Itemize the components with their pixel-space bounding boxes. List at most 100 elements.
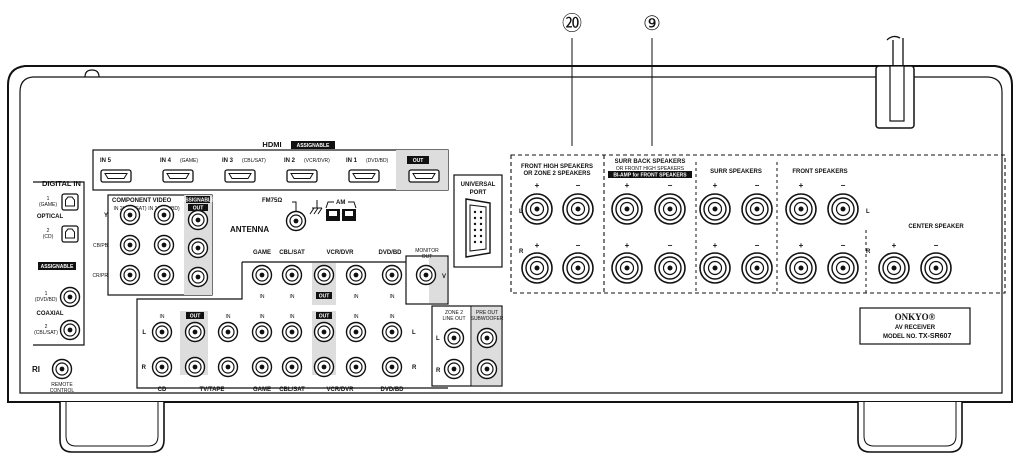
hdmi-in3-label: IN 3 <box>222 158 234 164</box>
hdmi-in3-port[interactable] <box>224 169 256 183</box>
preout-label-1: PRE OUT <box>476 310 498 316</box>
sb-plus-bot: + <box>625 241 630 250</box>
hdmi-in3-sub: (CBL/SAT) <box>242 158 266 164</box>
hdmi-in2-port[interactable] <box>286 169 318 183</box>
fh-minus-bot: − <box>576 241 581 250</box>
audio-right-label-right: R <box>412 365 417 371</box>
coax2-sub: (CBL/SAT) <box>34 330 58 336</box>
hdmi-in2-label: IN 2 <box>284 158 296 164</box>
surr-minus-top: − <box>755 181 760 190</box>
hdmi-assignable: ASSIGNABLE <box>297 143 330 149</box>
monitor-v-label: V <box>442 274 446 280</box>
component-jacks[interactable] <box>119 204 209 288</box>
zone2-label-2: LINE OUT <box>442 316 465 322</box>
fh-left-label: L <box>519 209 523 215</box>
zone2-preout-section: ZONE 2 LINE OUT PRE OUT SUBWOOFER L R <box>431 305 504 387</box>
coax1-jack[interactable] <box>59 286 81 308</box>
callouts: ⑳ ⑨ <box>562 12 661 146</box>
component-cr: CR/PR <box>92 273 108 279</box>
audio-vcrdvr-in: IN <box>354 314 359 320</box>
optical2-sub: (CD) <box>43 234 54 240</box>
coax2-number: 2 <box>45 324 48 330</box>
universal-port-connector[interactable] <box>465 198 491 258</box>
component-col3: OUT <box>193 206 204 212</box>
audio-cblsat-label: CBL/SAT <box>279 387 305 393</box>
sb-plus-top: + <box>625 181 630 190</box>
fh-plus-top: + <box>535 181 540 190</box>
hdmi-in5-port[interactable] <box>100 169 132 183</box>
remote-control-jack[interactable] <box>51 358 73 380</box>
hdmi-in1-sub: (DVD/BD) <box>366 158 389 164</box>
zone2-left-label: L <box>436 336 440 342</box>
universal-port-section: UNIVERSAL PORT <box>453 174 503 268</box>
hdmi-in4-sub: (GAME) <box>180 158 198 164</box>
audio-right-label: R <box>142 365 147 371</box>
video-cblsat-label: CBL/SAT <box>279 250 305 256</box>
monitor-out-label-1: MONITOR <box>415 248 439 254</box>
hdmi-in4-port[interactable] <box>162 169 194 183</box>
antenna-label: ANTENNA <box>230 225 269 234</box>
coax1-sub: (DVD/BD) <box>35 297 58 303</box>
surr-label: SURR SPEAKERS <box>710 169 762 175</box>
sb-minus-top: − <box>668 181 673 190</box>
antenna-section: ANTENNA FM75Ω AM <box>230 198 357 234</box>
audio-tvtape-label: TV/TAPE <box>200 387 225 393</box>
video-game-label: GAME <box>253 250 271 256</box>
remote-label-1: REMOTE <box>51 382 73 388</box>
coaxial-label: COAXIAL <box>37 311 64 317</box>
speaker-section: FRONT HIGH SPEAKERS OR ZONE 2 SPEAKERS S… <box>510 154 1006 294</box>
hdmi-out-port[interactable] <box>408 169 440 183</box>
optical2-port[interactable] <box>61 225 79 243</box>
hdmi-section: HDMI ASSIGNABLE IN 5 IN 4 (GAME) IN 3 (C… <box>92 140 449 191</box>
fh-plus-bot: + <box>535 241 540 250</box>
remote-symbol: RI <box>32 365 40 374</box>
audio-left-label: L <box>142 330 146 336</box>
optical1-number: 1 <box>47 196 50 202</box>
front-minus-top: − <box>841 181 846 190</box>
audio-game-label: GAME <box>253 387 271 393</box>
callout-left: ⑳ <box>562 12 582 35</box>
optical1-port[interactable] <box>61 193 79 211</box>
hdmi-out-label: OUT <box>413 158 424 164</box>
brand-name: ONKYO® <box>895 312 936 322</box>
video-dvdbd-label: DVD/BD <box>378 250 402 256</box>
coax2-jack[interactable] <box>59 319 81 341</box>
front-plus-bot: + <box>799 241 804 250</box>
audio-vcrdvr-label: VCR/DVR <box>326 387 354 393</box>
callout-right: ⑨ <box>643 13 661 35</box>
audio-game-in: IN <box>260 314 265 320</box>
universal-label-2: PORT <box>470 190 487 196</box>
surr-minus-bot: − <box>755 241 760 250</box>
fh-right-label: R <box>519 249 524 255</box>
am-antenna-terminals[interactable] <box>326 209 356 221</box>
front-left-label: L <box>866 209 870 215</box>
hdmi-in1-port[interactable] <box>348 169 380 183</box>
video-cblsat-in: IN <box>290 294 295 300</box>
coax1-number: 1 <box>45 291 48 297</box>
fm-antenna-jack[interactable] <box>285 210 307 232</box>
universal-label-1: UNIVERSAL <box>461 182 496 188</box>
video-vcrdvr-out: OUT <box>319 294 330 300</box>
remote-label-2: CONTROL <box>50 388 75 394</box>
fronthigh-label-2: OR ZONE 2 SPEAKERS <box>523 171 590 177</box>
monitor-out-label-2: OUT <box>422 254 433 260</box>
optical1-sub: (GAME) <box>39 202 57 208</box>
antenna-am-label: AM <box>336 200 345 206</box>
zone2-label-1: ZONE 2 <box>445 310 463 316</box>
audio-cd-in: IN <box>160 314 165 320</box>
front-label: FRONT SPEAKERS <box>792 169 847 175</box>
front-plus-top: + <box>799 181 804 190</box>
optical2-number: 2 <box>47 228 50 234</box>
hdmi-in5-label: IN 5 <box>100 158 112 164</box>
surrback-label-1: SURR BACK SPEAKERS <box>615 159 686 165</box>
front-right-label: R <box>866 249 871 255</box>
audio-cd-label: CD <box>158 387 167 393</box>
video-vcrdvr-in: IN <box>354 294 359 300</box>
hdmi-in2-sub: (VCR/DVR) <box>304 158 330 164</box>
center-label: CENTER SPEAKER <box>908 224 964 230</box>
optical-label: OPTICAL <box>37 214 64 220</box>
audio-left-label-right: L <box>412 330 416 336</box>
brand-line2-prefix: MODEL NO. <box>883 334 917 340</box>
fronthigh-label-1: FRONT HIGH SPEAKERS <box>521 164 593 170</box>
